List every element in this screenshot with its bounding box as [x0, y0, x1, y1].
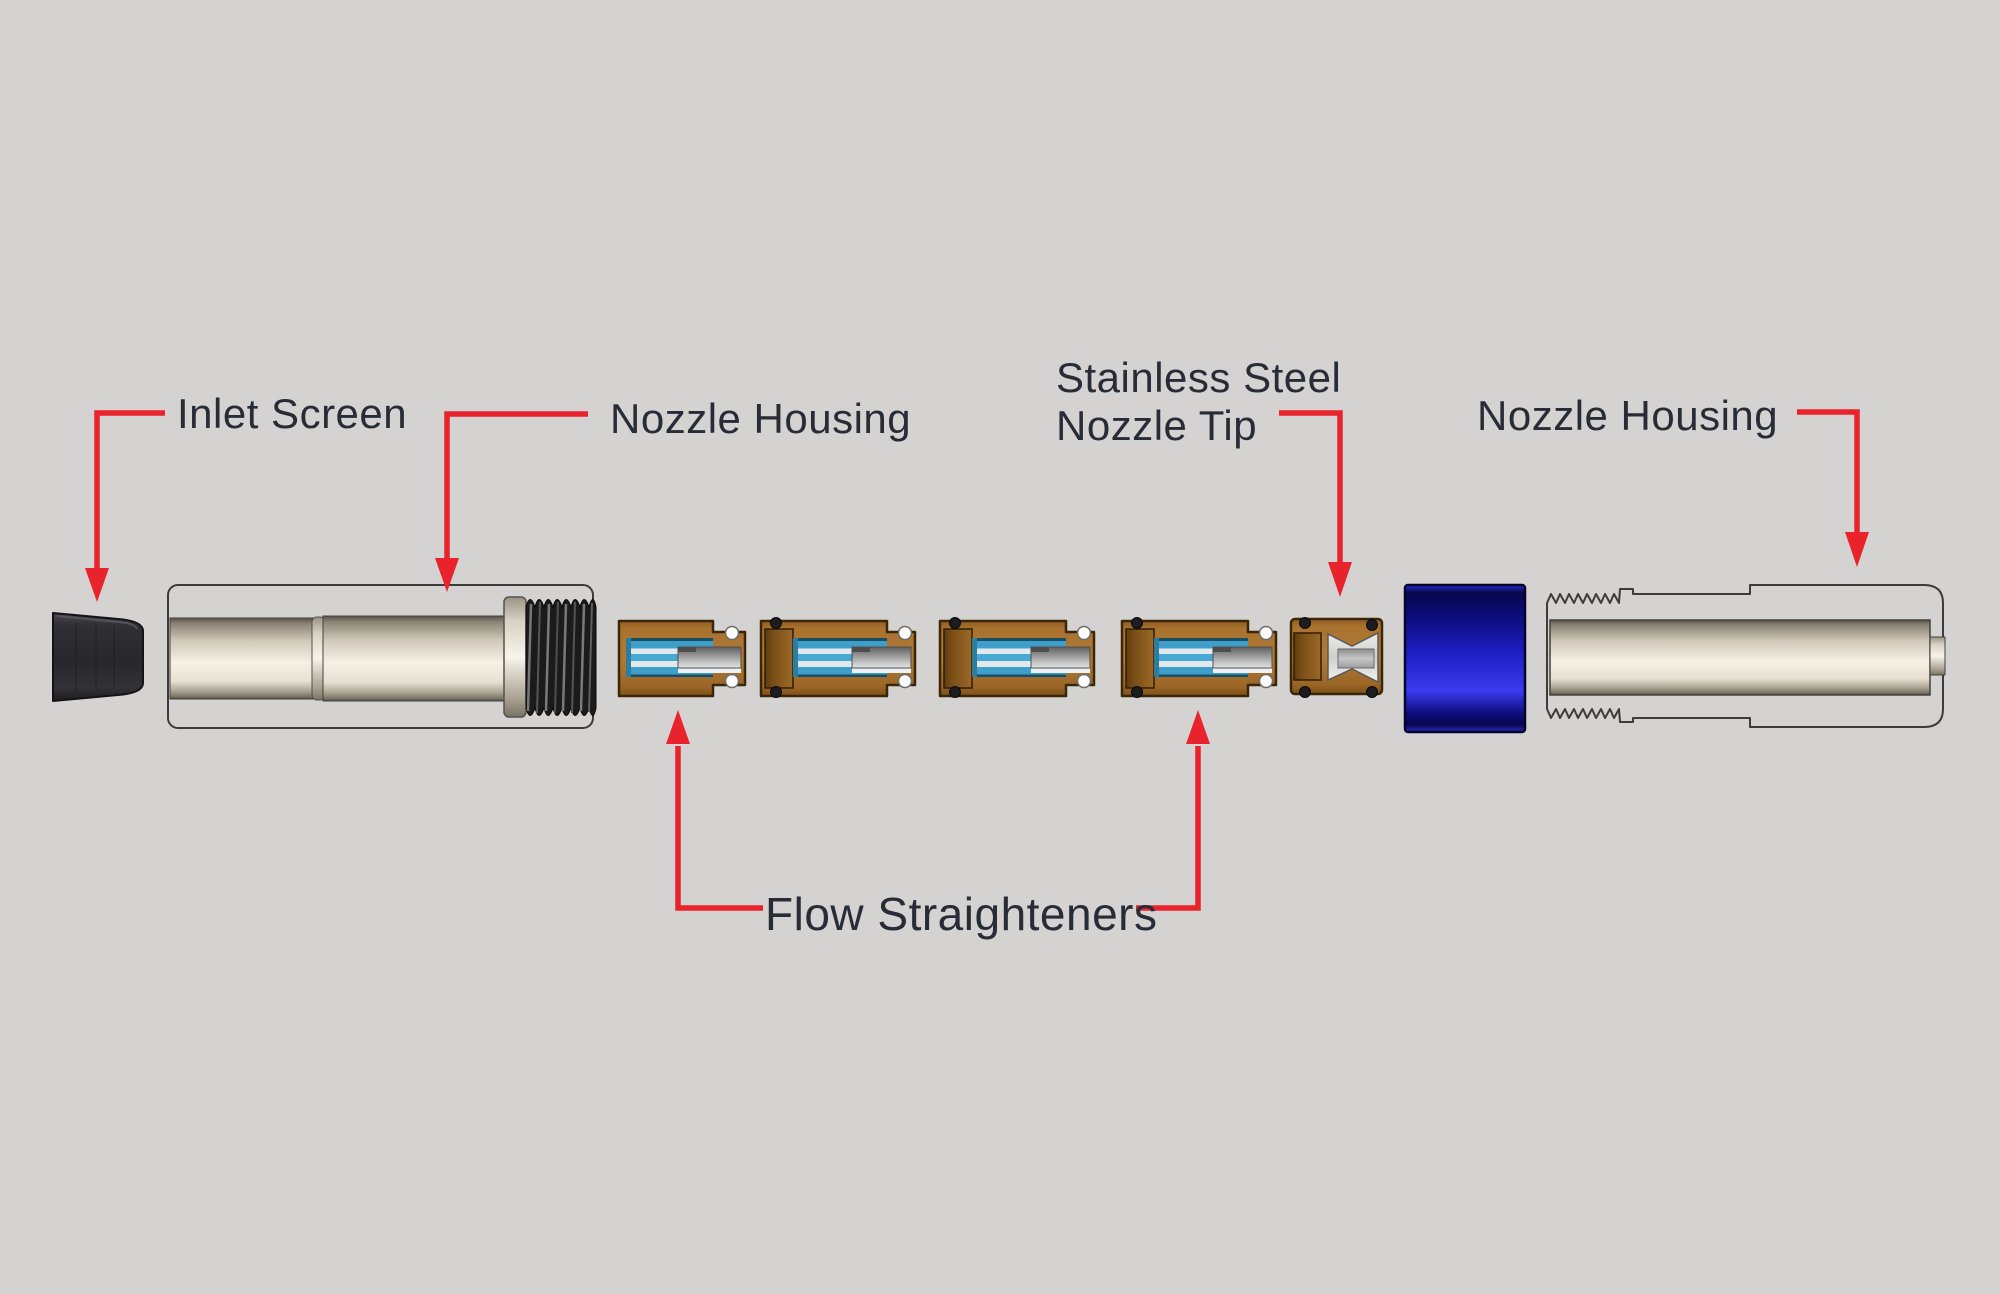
label-inlet-screen: Inlet Screen: [177, 390, 407, 437]
inlet-screen-part: [52, 612, 144, 702]
nozzle-tip-arrow: [1279, 410, 1352, 597]
nozzle-tip-part: [1289, 617, 1384, 698]
label-nozzle-housing-right: Nozzle Housing: [1477, 392, 1778, 439]
nozzle-housing-right-arrow: [1797, 409, 1869, 567]
flow-straightener-3: [938, 616, 1096, 699]
blue-ring-part: [1403, 583, 1527, 734]
nozzle-housing-left-arrow: [435, 411, 588, 592]
flow-straighteners-left-arrow: [666, 710, 763, 911]
nozzle-housing-right-part: [1546, 584, 1946, 728]
label-nozzle-housing-left: Nozzle Housing: [610, 395, 911, 442]
left-housing-threads: [525, 599, 597, 716]
flow-straightener-1: [617, 619, 747, 698]
nozzle-housing-left-part: [167, 584, 597, 729]
inlet-screen-arrow: [85, 410, 165, 602]
flow-straightener-4: [1120, 616, 1278, 699]
flow-straighteners-right-arrow: [1136, 710, 1210, 911]
label-flow-straighteners: Flow Straighteners: [765, 888, 1158, 940]
label-stainless-steel-line1: Stainless Steel: [1056, 354, 1341, 401]
flow-straightener-2: [759, 616, 917, 699]
label-stainless-steel-line2: Nozzle Tip: [1056, 402, 1257, 449]
